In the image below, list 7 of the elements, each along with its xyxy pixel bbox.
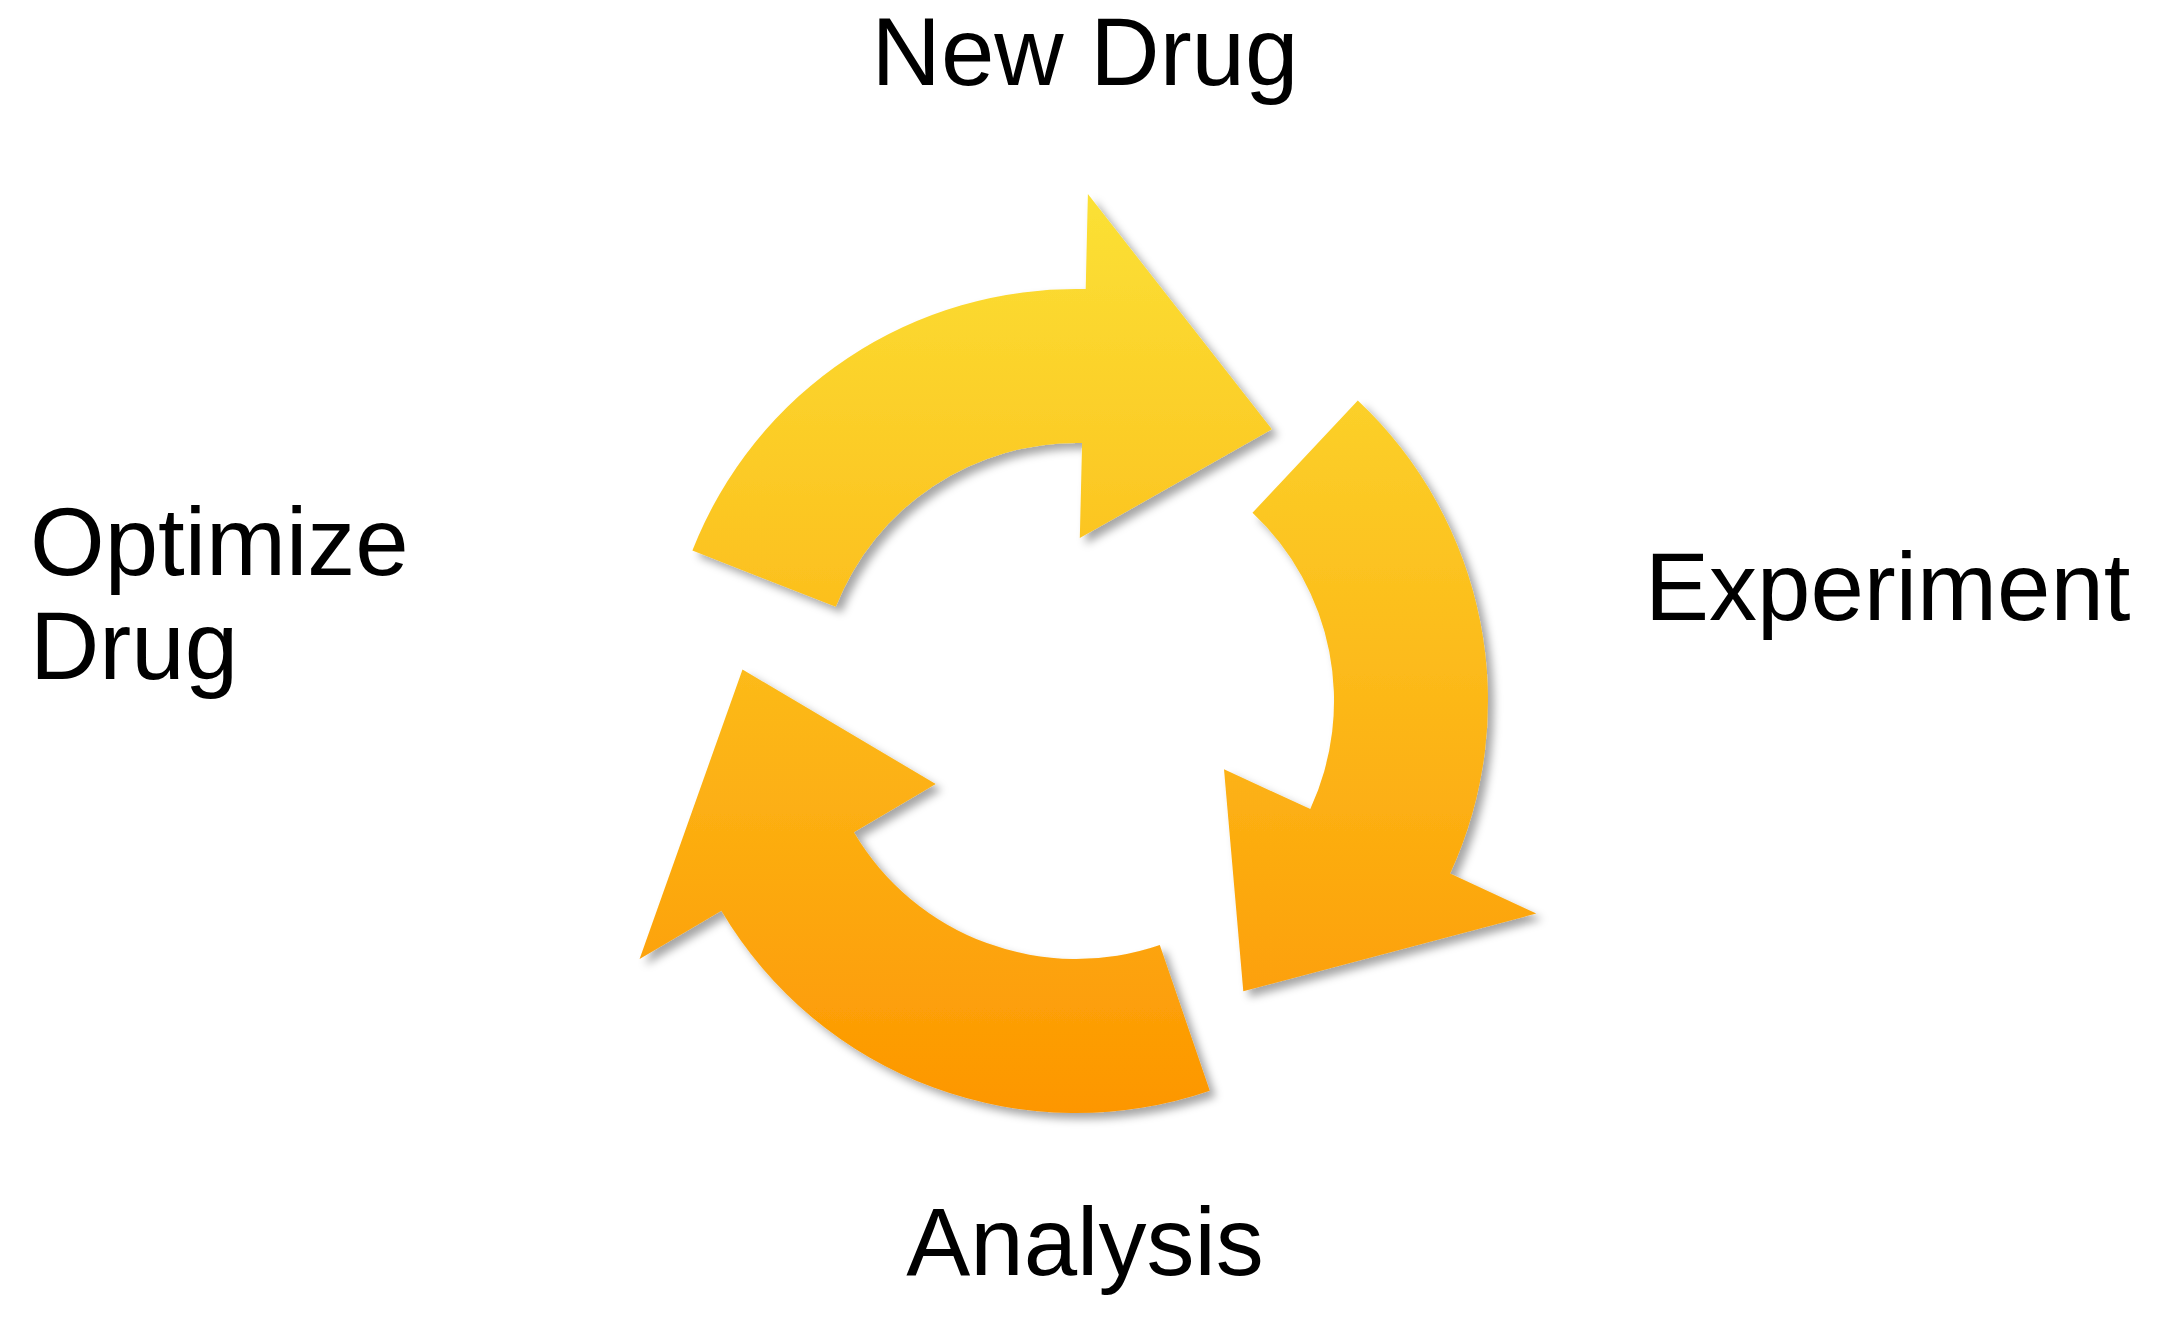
curved-arrow [1224, 400, 1537, 992]
step-label: Analysis [905, 1190, 1265, 1294]
curved-arrow [692, 194, 1272, 607]
curved-arrow [639, 669, 1210, 1113]
step-label: New Drug [870, 0, 1300, 104]
step-label: Experiment [1645, 535, 2132, 639]
step-label: Optimize Drug [30, 490, 410, 698]
